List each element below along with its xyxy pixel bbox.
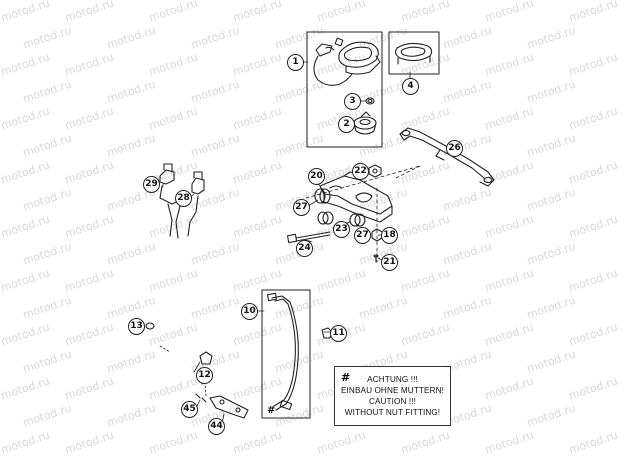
- callout-3: 3: [344, 93, 361, 110]
- callout-28: 28: [175, 190, 192, 207]
- sensor-base-part: [353, 111, 377, 135]
- caution-note: # ACHTUNG !!! EINBAU OHNE MUTTERN! CAUTI…: [334, 366, 451, 426]
- callout-10: 10: [241, 303, 258, 320]
- callout-21: 21: [381, 254, 398, 271]
- mount-bracket-part: [399, 127, 495, 187]
- callout-23: 23: [333, 221, 350, 238]
- rubber-bushing-part: [314, 188, 334, 225]
- bezel-group-frame: [388, 31, 440, 75]
- cable-bracket-part: [209, 395, 249, 419]
- callout-2: 2: [338, 116, 355, 133]
- callout-11: 11: [330, 325, 347, 342]
- callout-13: 13: [128, 318, 145, 335]
- note-hash-mark: #: [341, 371, 351, 384]
- speedometer-part: [338, 41, 381, 75]
- switch-part: [159, 163, 205, 239]
- callout-22: 22: [352, 163, 369, 180]
- note-line-1: ACHTUNG !!!: [367, 375, 418, 384]
- note-line-3: CAUTION !!!: [368, 397, 417, 406]
- screw-part: [195, 393, 207, 403]
- bezel-part: [394, 42, 433, 65]
- speedo-wire-harness: [313, 37, 353, 86]
- callout-24: 24: [296, 240, 313, 257]
- note-line-2: EINBAU OHNE MUTTERN!: [341, 386, 444, 395]
- callout-18: 18: [381, 227, 398, 244]
- callout-12: 12: [196, 367, 213, 384]
- callout-27a: 27: [293, 199, 310, 216]
- callout-4: 4: [402, 78, 419, 95]
- cable-hash-mark: #: [267, 405, 276, 416]
- small-screw-part: [373, 254, 379, 263]
- callout-27b: 27: [354, 227, 371, 244]
- cable-group-frame: [261, 289, 311, 419]
- callout-44: 44: [208, 418, 225, 435]
- callout-1: 1: [287, 54, 304, 71]
- nut-part: [368, 164, 382, 178]
- spacer-part: [349, 213, 366, 227]
- assembly-axis-line: [305, 165, 421, 199]
- callout-20: 20: [308, 168, 325, 185]
- callout-45: 45: [181, 401, 198, 418]
- o-ring-part: [145, 322, 155, 330]
- instrument-group-frame: [306, 31, 383, 148]
- ring-part: [365, 97, 375, 105]
- callout-29: 29: [143, 176, 160, 193]
- note-line-4: WITHOUT NUT FITTING!: [344, 408, 441, 417]
- speedo-cable-part: [266, 292, 299, 411]
- callout-26: 26: [446, 140, 463, 157]
